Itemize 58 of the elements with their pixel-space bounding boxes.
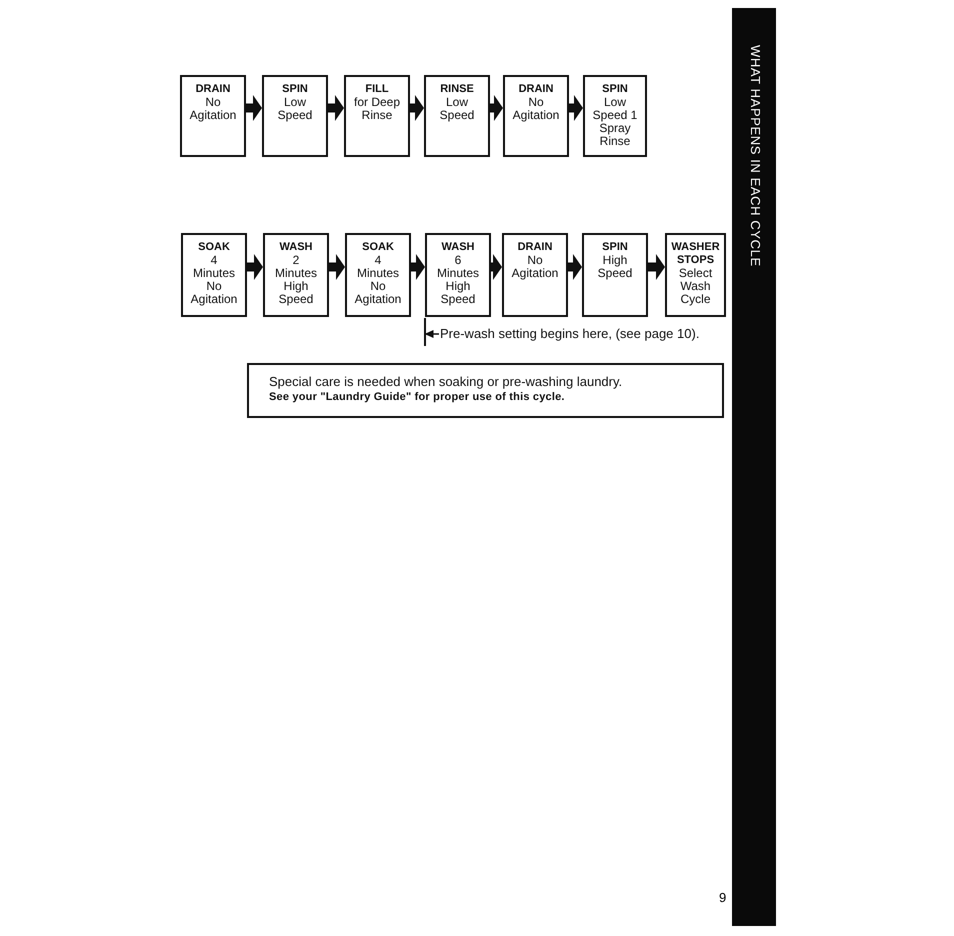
step-box: [582, 233, 648, 317]
arrow: [424, 330, 439, 338]
step-detail: Select Wash Cycle: [678, 267, 714, 306]
step-heading: WASH: [278, 241, 314, 254]
step-box: [583, 75, 647, 157]
arrow: [569, 95, 583, 121]
step-box: [344, 75, 410, 157]
step-detail: for Deep Rinse: [352, 96, 402, 122]
note-text: Special care is needed when soaking or pre-washing laundry.: [269, 374, 624, 390]
step-detail: No Agitation: [188, 96, 238, 122]
step-box: [263, 233, 329, 317]
step-box: [425, 233, 491, 317]
step-box: [665, 233, 726, 317]
step-box: [502, 233, 568, 317]
step-detail: Low Speed: [438, 96, 476, 122]
note-text: See your "Laundry Guide" for proper use of this cycle.: [269, 390, 566, 404]
page-number: 9: [719, 890, 726, 905]
step-box: [180, 75, 246, 157]
arrow: [491, 254, 502, 280]
step-box: [262, 75, 328, 157]
step-detail: 4 Minutes No Agitation: [354, 254, 402, 306]
arrow: [648, 254, 665, 280]
step-heading: SOAK: [197, 241, 231, 254]
step-heading: SOAK: [361, 241, 395, 254]
marker-line: [424, 318, 426, 346]
arrow: [490, 95, 503, 121]
step-detail: Low Speed: [276, 96, 314, 122]
step-detail: 4 Minutes No Agitation: [190, 254, 238, 306]
note-box: [247, 363, 724, 418]
step-box: [181, 233, 247, 317]
arrow: [247, 254, 263, 280]
arrow: [329, 254, 345, 280]
step-heading: FILL: [364, 83, 390, 96]
step-box: [424, 75, 490, 157]
step-detail: No Agitation: [510, 254, 560, 280]
section-title: WHAT HAPPENS IN EACH CYCLE: [748, 45, 763, 267]
step-box: [345, 233, 411, 317]
arrow: [410, 95, 424, 121]
step-box: [503, 75, 569, 157]
step-heading: DRAIN: [194, 83, 232, 96]
step-detail: 2 Minutes High Speed: [274, 254, 318, 306]
step-detail: 6 Minutes High Speed: [436, 254, 480, 306]
step-heading: WASH: [440, 241, 476, 254]
step-heading: SPIN: [281, 83, 309, 96]
step-detail: No Agitation: [512, 96, 560, 122]
step-heading: DRAIN: [518, 83, 554, 96]
arrow: [411, 254, 425, 280]
step-heading: DRAIN: [516, 241, 554, 254]
step-heading: SPIN: [601, 83, 629, 96]
step-detail: Low Speed 1 Spray Rinse: [592, 96, 638, 148]
step-heading: SPIN: [601, 241, 629, 254]
arrow: [328, 95, 344, 121]
step-detail: High Speed: [596, 254, 634, 280]
step-heading: RINSE: [439, 83, 475, 96]
step-heading: WASHER STOPS: [670, 241, 721, 267]
note-text: Pre-wash setting begins here, (see page 10).: [440, 326, 730, 342]
arrow: [568, 254, 582, 280]
arrow: [246, 95, 262, 121]
